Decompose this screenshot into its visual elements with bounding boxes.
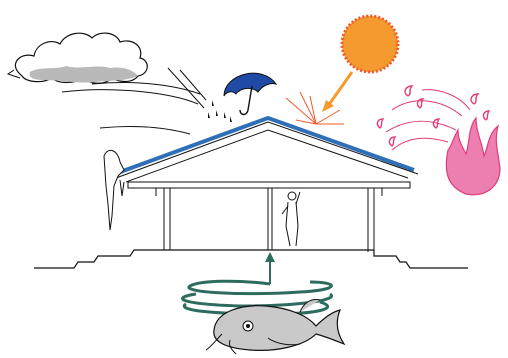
person-icon [282,192,300,246]
storm-cloud-icon [8,33,147,83]
snow-icicle-icon [104,150,124,230]
house-roof [116,118,418,182]
ground-vibration-arrow-icon [265,252,275,284]
umbrella-icon [224,73,276,114]
ground-line [34,250,468,268]
house-frame [128,182,410,252]
fire-icon [377,86,500,195]
sun-icon [342,16,398,72]
rain-icon [208,100,232,122]
sun-arrow-icon [322,72,352,112]
catfish-icon [206,300,344,355]
